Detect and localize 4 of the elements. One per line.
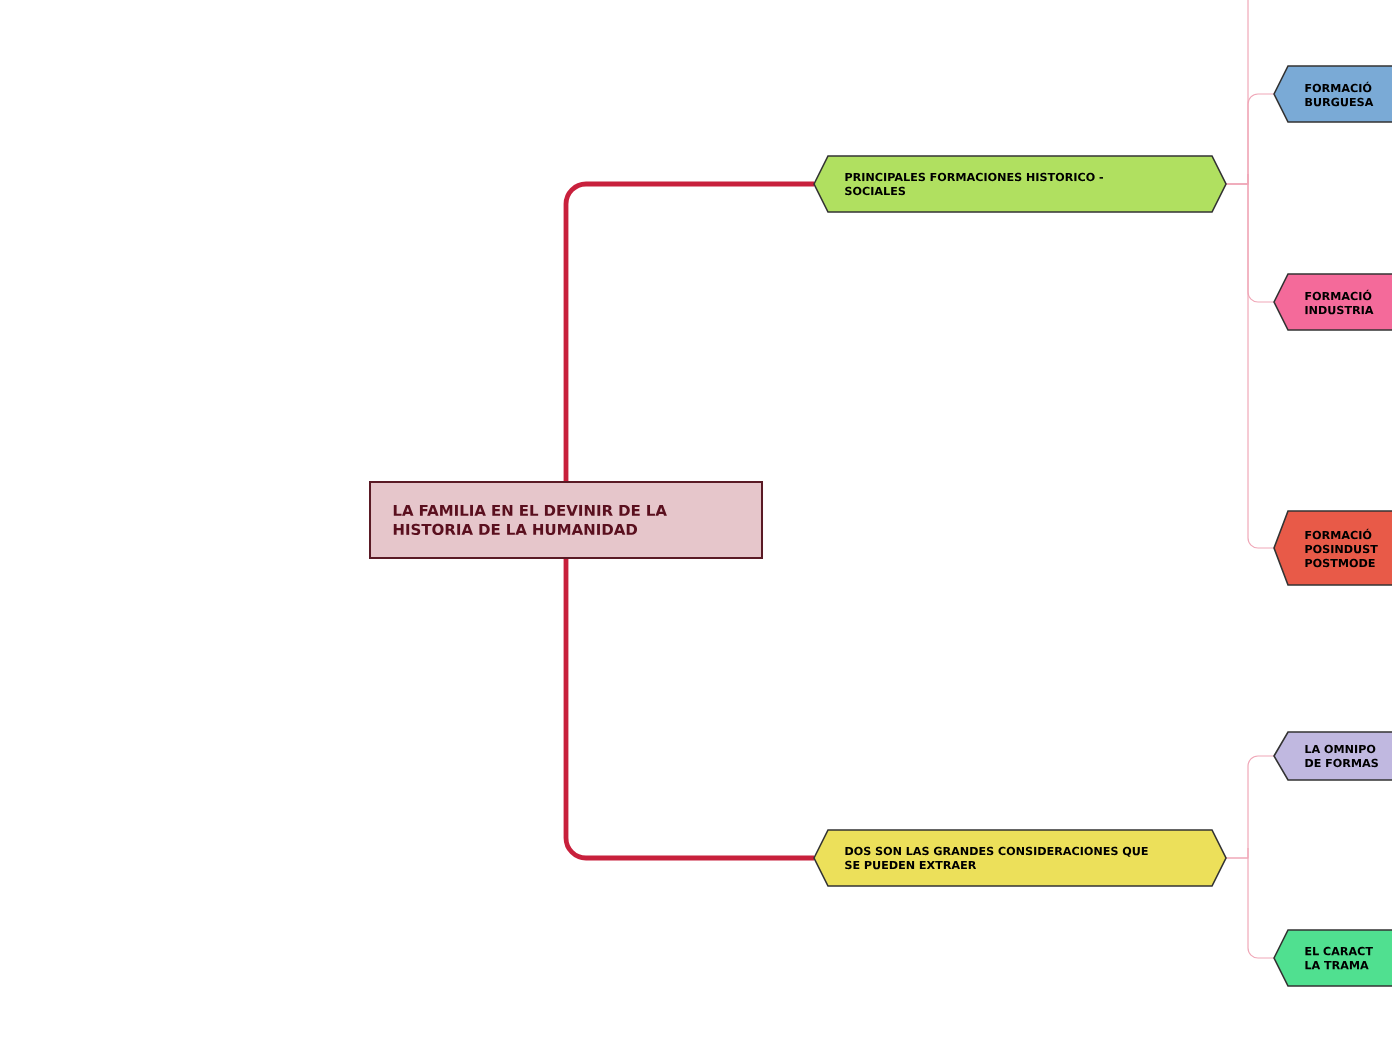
- connector-line: [1225, 847, 1275, 959]
- connector-line: [563, 181, 814, 482]
- connector-line: [1225, 173, 1275, 549]
- connector-line: [563, 558, 814, 861]
